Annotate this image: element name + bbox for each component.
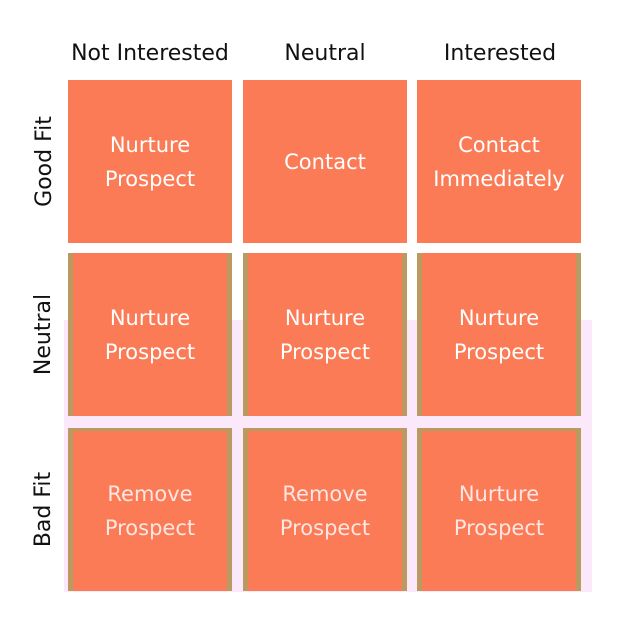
cell-label: Nurture Prospect <box>453 482 545 540</box>
cell-label: Remove Prospect <box>104 482 196 540</box>
cell-label: Contact <box>284 149 366 174</box>
cell-label: Nurture Prospect <box>104 305 196 364</box>
cell-good-fit-neutral: Contact <box>243 80 407 243</box>
cell-neutral-not-interested: Nurture Prospect <box>68 253 232 416</box>
cell-bad-fit-neutral: Remove Prospect <box>243 428 407 591</box>
cell-neutral-interested: Nurture Prospect <box>417 253 581 416</box>
row-header-bad-fit-label: Bad Fit <box>31 471 57 548</box>
row-header-bad-fit: Bad Fit <box>27 428 61 591</box>
cell-bad-fit-not-interested: Remove Prospect <box>68 428 232 591</box>
row-header-neutral-label: Neutral <box>31 293 57 376</box>
row-header-good-fit-label: Good Fit <box>31 116 57 207</box>
row-header-good-fit: Good Fit <box>27 80 61 243</box>
cell-label: Nurture Prospect <box>104 132 196 191</box>
column-header-neutral: Neutral <box>284 40 366 66</box>
column-header-interested: Interested <box>443 40 557 66</box>
cell-label: Contact Immediately <box>433 132 565 191</box>
cell-neutral-neutral: Nurture Prospect <box>243 253 407 416</box>
row-header-neutral: Neutral <box>27 253 61 416</box>
cell-label: Nurture Prospect <box>279 305 371 364</box>
cell-bad-fit-interested: Nurture Prospect <box>417 428 581 591</box>
cell-label: Nurture Prospect <box>453 305 545 364</box>
cell-good-fit-interested: Contact Immediately <box>417 80 581 243</box>
cell-good-fit-not-interested: Nurture Prospect <box>68 80 232 243</box>
cell-label: Remove Prospect <box>279 482 371 540</box>
column-header-not-interested: Not Interested <box>71 40 229 66</box>
